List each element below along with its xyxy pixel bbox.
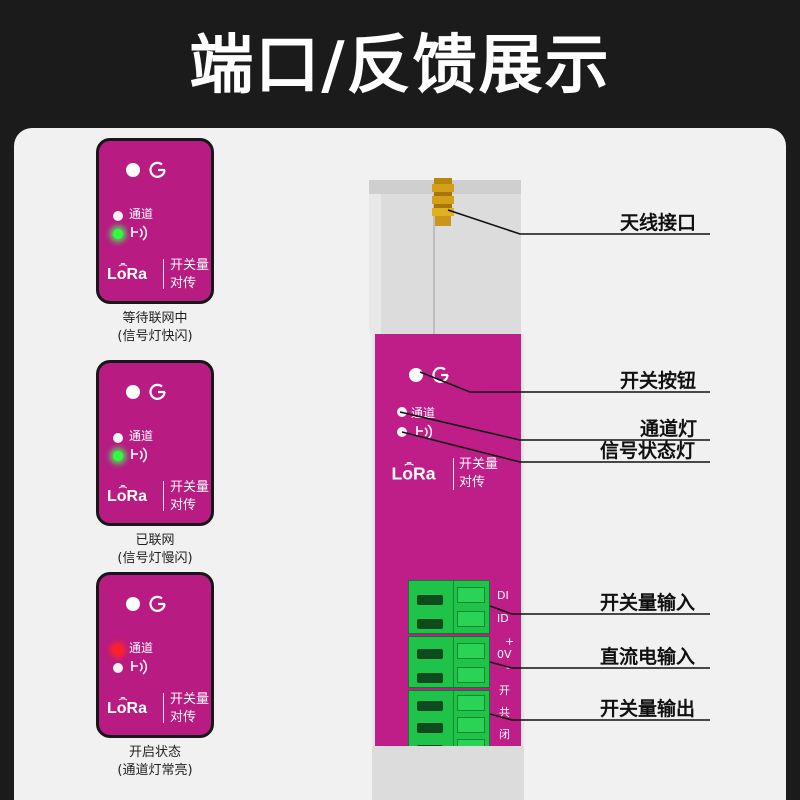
callout-antenna-port: 天线接口 — [620, 212, 697, 234]
caption-line2: (信号灯快闪) — [117, 329, 193, 344]
signal-icon — [131, 659, 148, 675]
callout-signal-led: 信号状态灯 — [600, 440, 696, 462]
antenna-connector-icon — [432, 178, 454, 226]
channel-led-label: 通道 — [129, 641, 154, 655]
terminal-label-kai: 开 — [499, 684, 510, 697]
status-card-open: 通道 LoRa 开关量 对传 — [96, 572, 214, 738]
terminal-screw[interactable] — [457, 667, 485, 683]
svg-text:LoRa: LoRa — [107, 488, 147, 505]
terminal-screw[interactable] — [457, 587, 485, 603]
channel-led-label: 通道 — [129, 207, 154, 221]
power-icon — [149, 161, 166, 178]
product-name-line2: 对传 — [459, 475, 486, 490]
terminal-divider — [453, 691, 454, 759]
terminal-divider — [453, 637, 454, 687]
signal-led — [113, 229, 123, 239]
signal-icon — [131, 447, 148, 463]
power-icon — [149, 595, 166, 612]
terminal-label-plus: + — [505, 635, 515, 648]
svg-text:LoRa: LoRa — [107, 700, 147, 717]
signal-led — [113, 451, 123, 461]
terminal-socket — [417, 619, 443, 629]
logo-divider — [163, 259, 164, 289]
callout-switch-output: 开关量输出 — [600, 698, 696, 720]
logo-divider — [163, 693, 164, 723]
caption-line2: (通道灯常亮) — [117, 763, 193, 778]
product-name-line2: 对传 — [170, 498, 197, 513]
housing-shade — [369, 194, 381, 334]
lora-logo: LoRa — [107, 263, 147, 283]
channel-led — [113, 645, 123, 655]
product-name-line1: 开关量 — [459, 457, 499, 472]
terminal-label-id: ID — [497, 612, 509, 625]
product-name-line1: 开关量 — [170, 480, 210, 495]
callout-channel-led: 通道灯 — [640, 418, 698, 440]
status-card-waiting: 通道 LoRa 开关量 对传 — [96, 138, 214, 304]
power-indicator-dot — [126, 385, 140, 399]
terminal-block-power[interactable] — [408, 636, 490, 688]
svg-text:LoRa: LoRa — [107, 266, 147, 283]
terminal-label-0v: 0V — [497, 648, 512, 661]
power-indicator-dot — [126, 163, 140, 177]
channel-led-label: 通道 — [129, 429, 154, 443]
housing-seam — [433, 194, 435, 334]
callout-dc-input: 直流电输入 — [600, 646, 696, 668]
svg-text:LoRa: LoRa — [392, 464, 436, 484]
caption-line2: (信号灯慢闪) — [117, 551, 193, 566]
device-bottom-housing — [372, 746, 524, 800]
caption-line1: 已联网 — [135, 533, 175, 548]
channel-led — [113, 211, 123, 221]
terminal-screw[interactable] — [457, 643, 485, 659]
lora-logo: LoRa — [107, 697, 147, 717]
terminal-label-di: DI — [497, 589, 509, 602]
signal-led — [113, 663, 123, 673]
lora-logo: LoRa — [107, 485, 147, 505]
product-name-line1: 开关量 — [170, 692, 210, 707]
lora-logo: LoRa — [392, 462, 436, 484]
status-card-connected: 通道 LoRa 开关量 对传 — [96, 360, 214, 526]
terminal-label-bi: 闭 — [499, 728, 510, 741]
page-title: 端口/反馈展示 — [189, 29, 611, 103]
power-indicator-dot — [126, 597, 140, 611]
logo-divider — [163, 481, 164, 511]
caption-line1: 开启状态 — [128, 745, 181, 760]
terminal-label-gong: 共 — [499, 706, 510, 719]
product-name-line1: 开关量 — [170, 258, 210, 273]
terminal-socket — [417, 723, 443, 733]
channel-led — [113, 433, 123, 443]
caption-line1: 等待联网中 — [122, 311, 188, 326]
card-caption-connected: 已联网 (信号灯慢闪) — [55, 532, 255, 568]
callout-power-button: 开关按钮 — [620, 370, 697, 392]
terminal-screw[interactable] — [457, 695, 485, 711]
product-name-line2: 对传 — [170, 710, 197, 725]
terminal-screw[interactable] — [457, 717, 485, 733]
terminal-socket — [417, 673, 443, 683]
power-indicator-dot — [409, 368, 423, 382]
terminal-block-input[interactable] — [408, 580, 490, 634]
signal-icon — [131, 225, 148, 241]
product-name-line2: 对传 — [170, 276, 197, 291]
power-icon — [149, 383, 166, 400]
card-caption-waiting: 等待联网中 (信号灯快闪) — [55, 310, 255, 346]
terminal-divider — [453, 581, 454, 633]
terminal-screw[interactable] — [457, 611, 485, 627]
terminal-socket — [417, 701, 443, 711]
terminal-socket — [417, 595, 443, 605]
logo-divider — [453, 458, 454, 490]
callout-switch-input: 开关量输入 — [600, 592, 696, 614]
terminal-socket — [417, 649, 443, 659]
card-caption-open: 开启状态 (通道灯常亮) — [55, 744, 255, 780]
